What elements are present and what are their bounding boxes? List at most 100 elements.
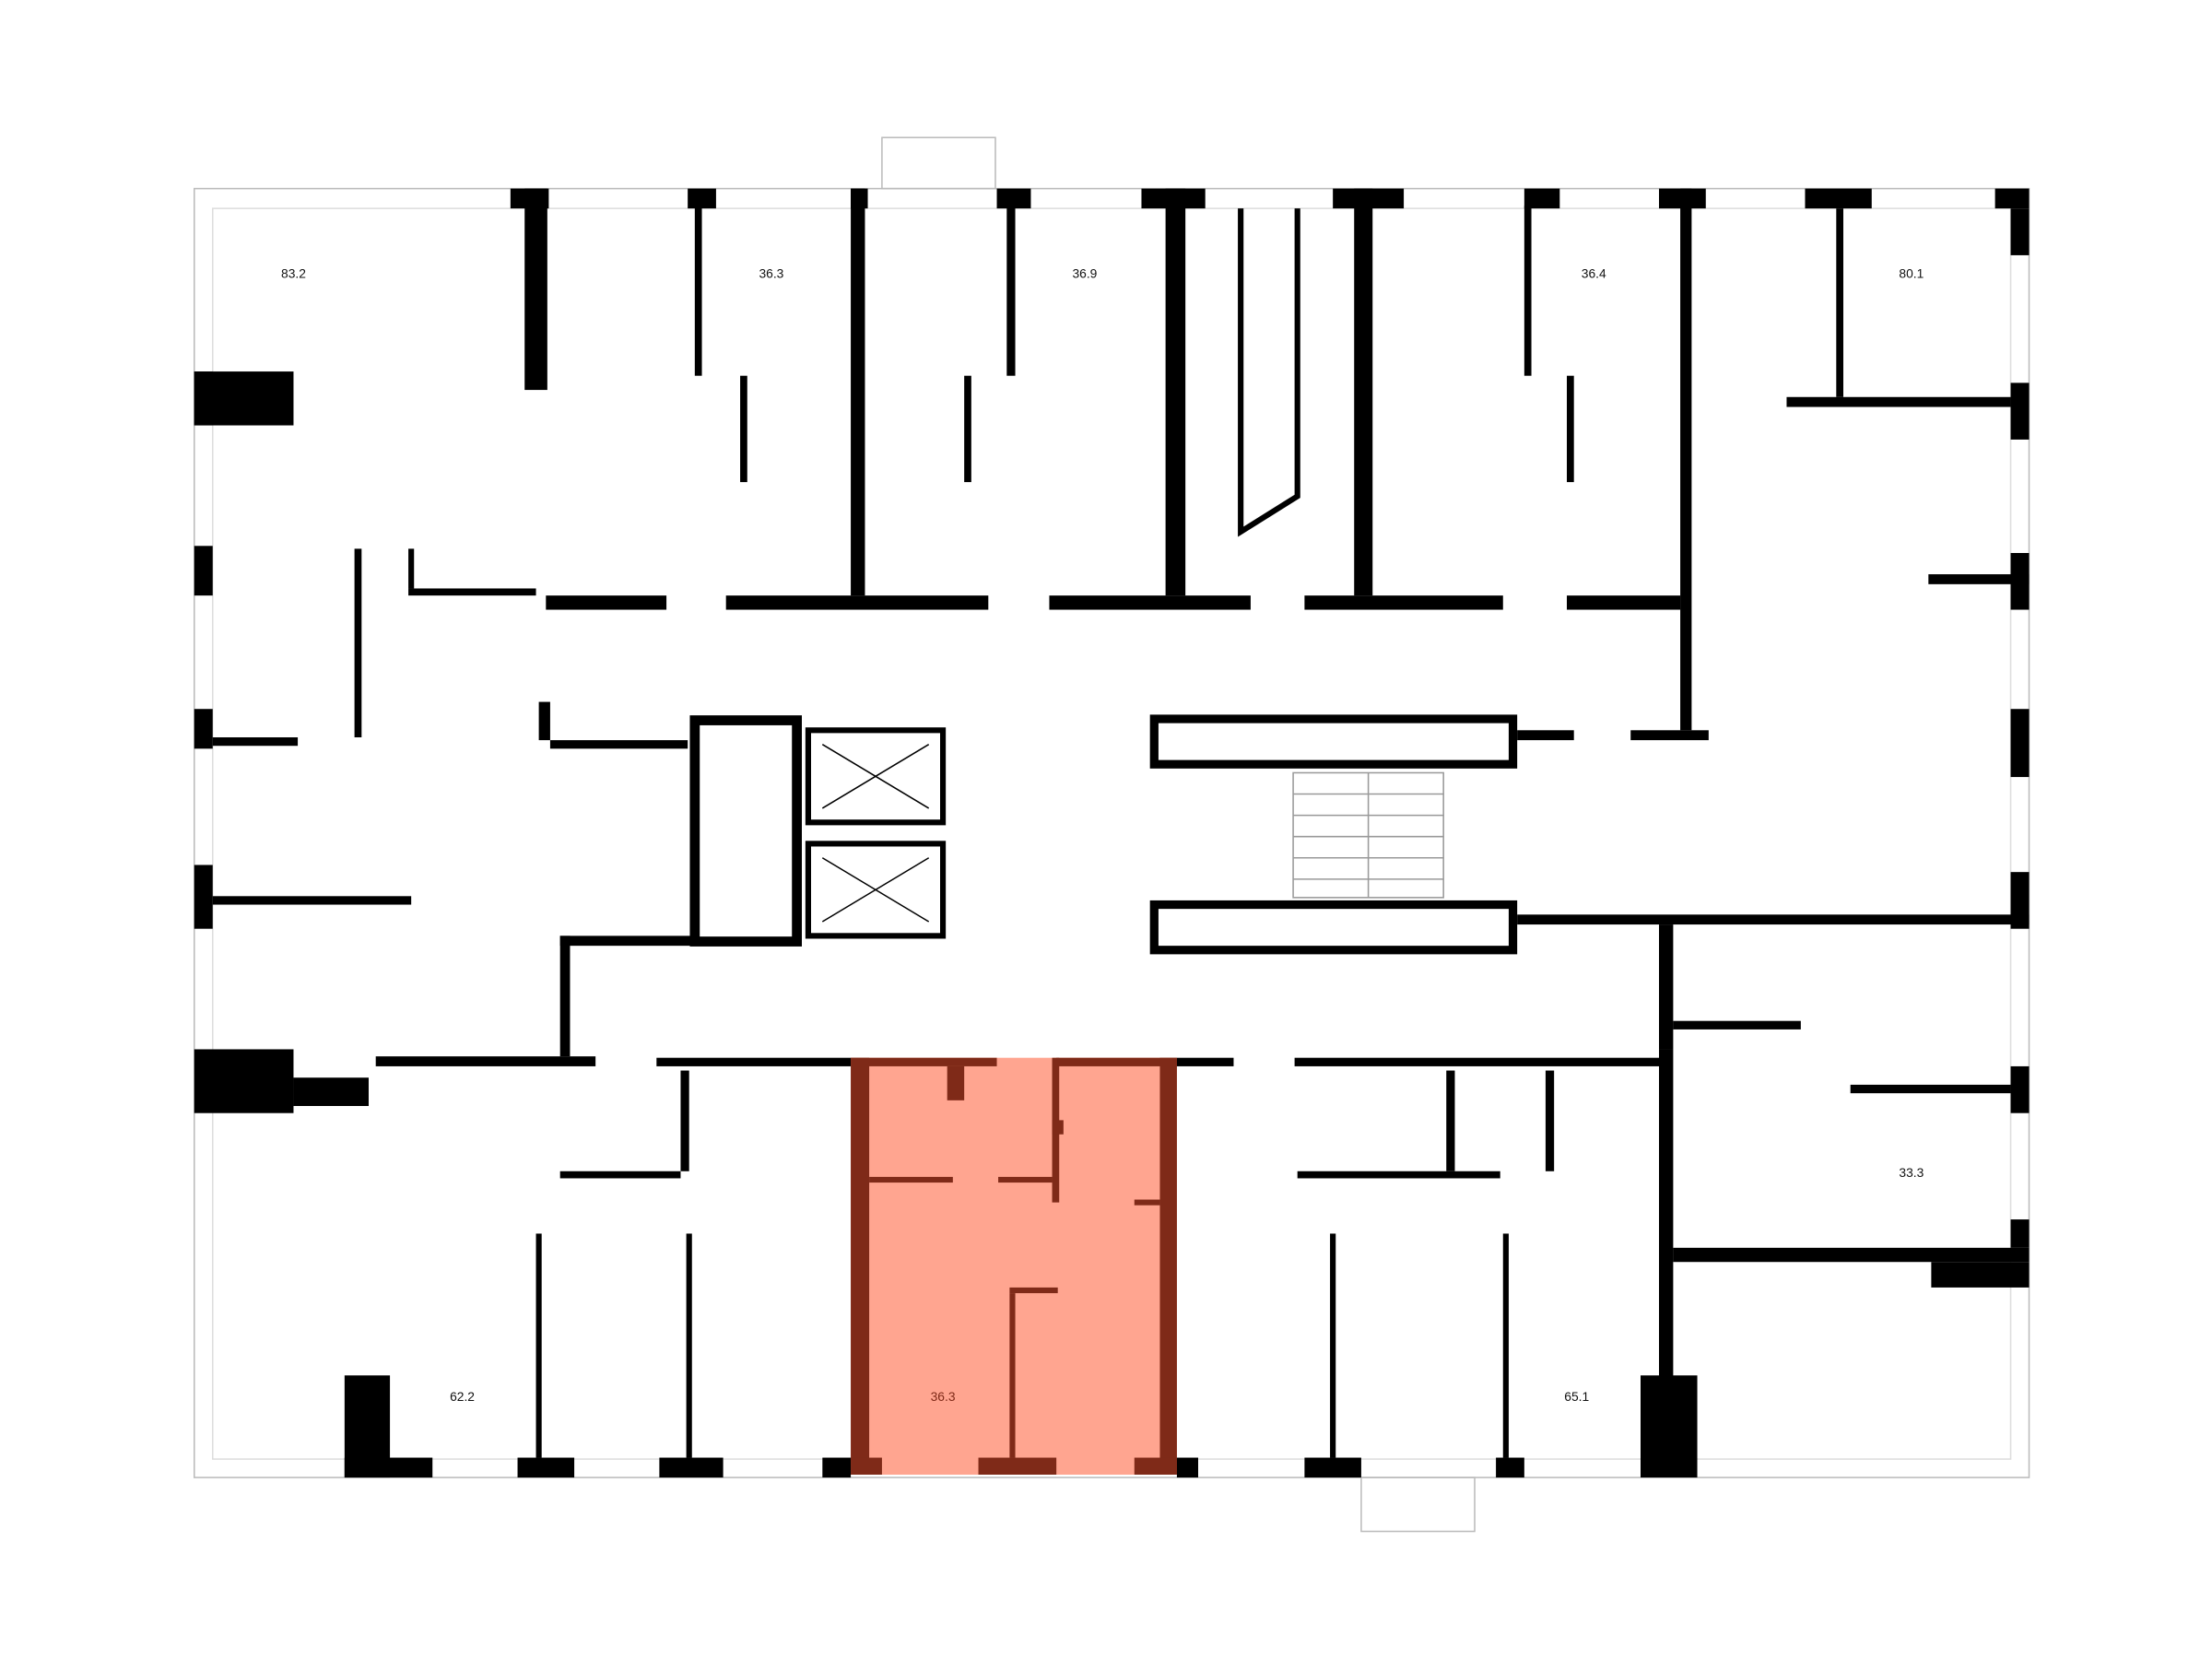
area-labels: 83.2 36.3 36.9 36.4 80.1 33.3 65.1 36.3 … xyxy=(281,266,1924,1404)
wall-segment xyxy=(1673,1020,1801,1030)
corridor-block-top xyxy=(1149,714,1518,769)
building-outline xyxy=(194,187,2030,1478)
wall-segment xyxy=(1056,1057,1177,1066)
wall-segment xyxy=(686,1233,692,1458)
stairs xyxy=(1292,771,1444,899)
wall-segment xyxy=(1330,1233,1336,1458)
wall-segment xyxy=(517,1457,575,1478)
wall-segment xyxy=(1496,1457,1524,1478)
selected-apartment-walls xyxy=(851,1057,1177,1475)
wall-segment xyxy=(998,1176,1053,1183)
wall-segment xyxy=(1545,1070,1555,1171)
wall-segment xyxy=(851,188,865,596)
wall-segment xyxy=(1502,1233,1509,1458)
corridor-block-bottom xyxy=(1149,900,1518,955)
wall-segment xyxy=(546,595,667,610)
wall-segment xyxy=(194,865,213,929)
wall-segment xyxy=(212,737,299,747)
elevator-2 xyxy=(805,841,947,939)
wall-segment xyxy=(293,1077,369,1106)
wall-segment xyxy=(1354,188,1373,596)
wall-segment xyxy=(1446,1070,1455,1171)
wall-segment xyxy=(725,595,989,610)
wall-segment xyxy=(1524,206,1532,376)
wall-segment xyxy=(535,1233,542,1458)
wall-segment xyxy=(1134,1199,1160,1206)
wall-segment xyxy=(1659,1049,1674,1475)
wall-segment xyxy=(1567,595,1681,610)
wall-segment xyxy=(194,371,213,426)
wall-segment xyxy=(1805,188,1872,209)
wall-segment xyxy=(1524,188,1560,209)
wall-segment xyxy=(408,588,536,596)
wall-segment xyxy=(538,701,550,741)
area-label-65-1: 65.1 xyxy=(1564,1389,1589,1404)
wall-segment xyxy=(2010,382,2030,440)
wall-segment xyxy=(680,1070,689,1171)
wall-segment xyxy=(1931,1262,2030,1288)
wall-segment xyxy=(1659,924,1674,1050)
area-label-36-3: 36.3 xyxy=(759,266,783,281)
wall-segment xyxy=(1052,1120,1064,1135)
area-label-36-4: 36.4 xyxy=(1582,266,1606,281)
wall-segment xyxy=(2010,1065,2030,1113)
building-core xyxy=(689,208,1518,955)
wall-segment xyxy=(194,1049,294,1113)
wall-segment xyxy=(851,1057,870,1475)
wall-segment xyxy=(659,1457,724,1478)
wall-segment xyxy=(1673,1247,2030,1263)
wall-segment xyxy=(1630,730,1709,741)
wall-segment xyxy=(869,1176,953,1183)
shaft-diagonal xyxy=(1238,208,1300,537)
wall-segment xyxy=(1680,188,1692,731)
elevator-1 xyxy=(805,727,947,826)
wall-segment xyxy=(1304,595,1503,610)
wall-segment xyxy=(996,188,1031,209)
wall-segment xyxy=(1928,574,2030,584)
wall-segment xyxy=(1304,1457,1361,1478)
wall-segment xyxy=(1641,1375,1698,1478)
area-label-83-2: 83.2 xyxy=(281,266,306,281)
wall-segment xyxy=(1159,1057,1177,1475)
wall-segment xyxy=(524,188,547,391)
walls xyxy=(194,188,2030,1478)
wall-segment xyxy=(1517,730,1574,741)
wall-segment xyxy=(1006,206,1016,376)
wall-segment xyxy=(194,709,213,749)
wall-segment xyxy=(1850,1084,2011,1094)
wall-segment xyxy=(822,1457,852,1478)
area-label-62-2: 62.2 xyxy=(450,1389,475,1404)
wall-segment xyxy=(1786,396,2011,407)
wall-segment xyxy=(375,1056,596,1066)
wall-segment xyxy=(1009,1287,1058,1294)
balcony-bottom xyxy=(1360,1477,1476,1533)
wall-segment xyxy=(851,1057,997,1066)
wall-segment xyxy=(1134,1457,1177,1475)
shaft xyxy=(689,715,802,947)
wall-segment xyxy=(1165,188,1186,596)
wall-segment xyxy=(688,188,716,209)
wall-segment xyxy=(1176,1457,1198,1478)
wall-segment xyxy=(947,1065,965,1100)
wall-segment xyxy=(656,1057,852,1066)
wall-segment xyxy=(2010,709,2030,778)
area-label-33-3: 33.3 xyxy=(1899,1165,1924,1180)
wall-segment xyxy=(1176,1057,1234,1066)
wall-segment xyxy=(964,375,971,483)
wall-segment xyxy=(1297,1171,1500,1179)
wall-segment xyxy=(1009,1293,1016,1458)
wall-segment xyxy=(559,935,571,1057)
wall-segment xyxy=(1836,208,1843,397)
wall-segment xyxy=(2010,1219,2030,1248)
wall-segment xyxy=(1049,595,1251,610)
wall-segment xyxy=(559,935,695,947)
wall-segment xyxy=(194,546,213,596)
wall-segment xyxy=(1567,375,1574,483)
balcony-top xyxy=(881,136,996,190)
wall-segment xyxy=(2010,553,2030,610)
wall-segment xyxy=(212,896,412,905)
selected-apartment[interactable] xyxy=(851,1057,1177,1475)
wall-segment xyxy=(354,548,362,737)
wall-segment xyxy=(408,548,415,589)
